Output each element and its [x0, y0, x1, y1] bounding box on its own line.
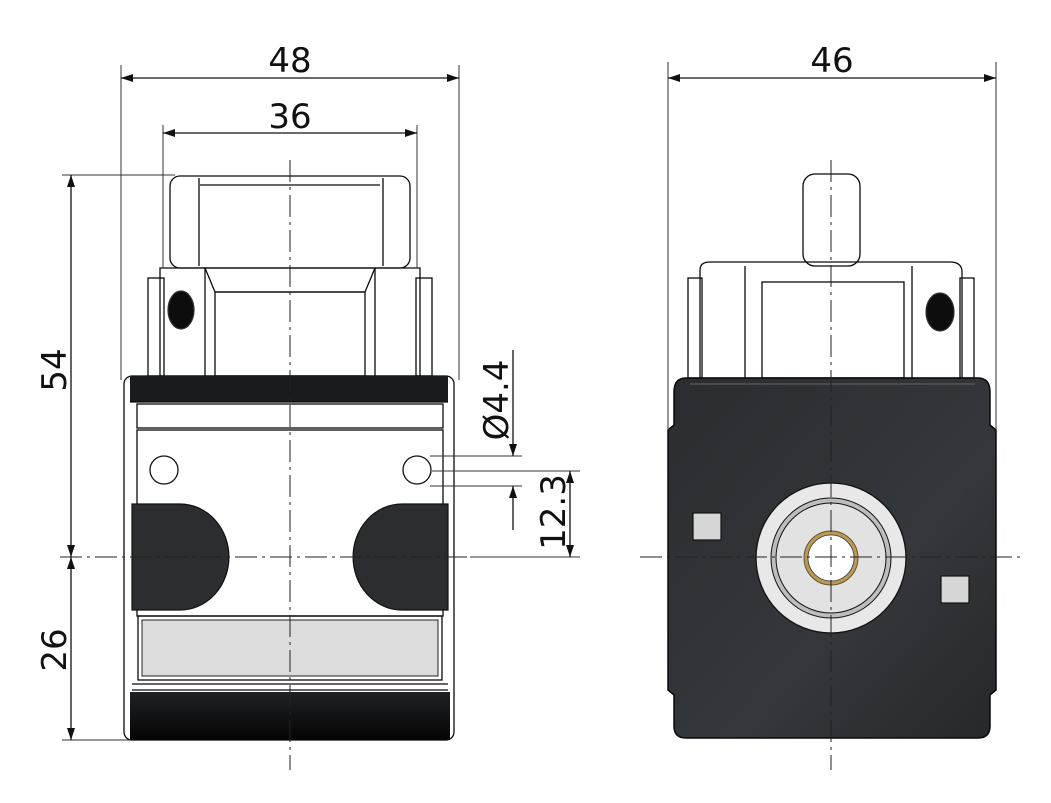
cable-hole-icon [925, 292, 955, 332]
dim-hole-diameter: Ø4.4 [477, 360, 517, 441]
mounting-hole-right [402, 455, 432, 485]
dim-height-lower: 26 [35, 628, 75, 671]
front-view [60, 160, 470, 770]
mounting-hole-left [149, 455, 179, 485]
upper-label-strip [136, 403, 444, 429]
grip-lobe-right [352, 503, 449, 611]
front-dimensions: 48 36 54 26 Ø4.4 12.3 [35, 41, 580, 741]
side-dimensions: 46 [667, 41, 997, 430]
dim-height-upper: 54 [35, 348, 75, 391]
cable-hole-icon [167, 290, 195, 330]
square-insert-right [940, 575, 970, 604]
dim-hole-offset: 12.3 [534, 474, 574, 550]
side-view [640, 160, 1020, 770]
dim-overall-width: 48 [268, 41, 311, 81]
dim-side-width: 46 [810, 41, 853, 81]
front-body [123, 375, 455, 741]
dim-cap-width: 36 [268, 97, 311, 137]
square-insert-left [692, 512, 722, 541]
